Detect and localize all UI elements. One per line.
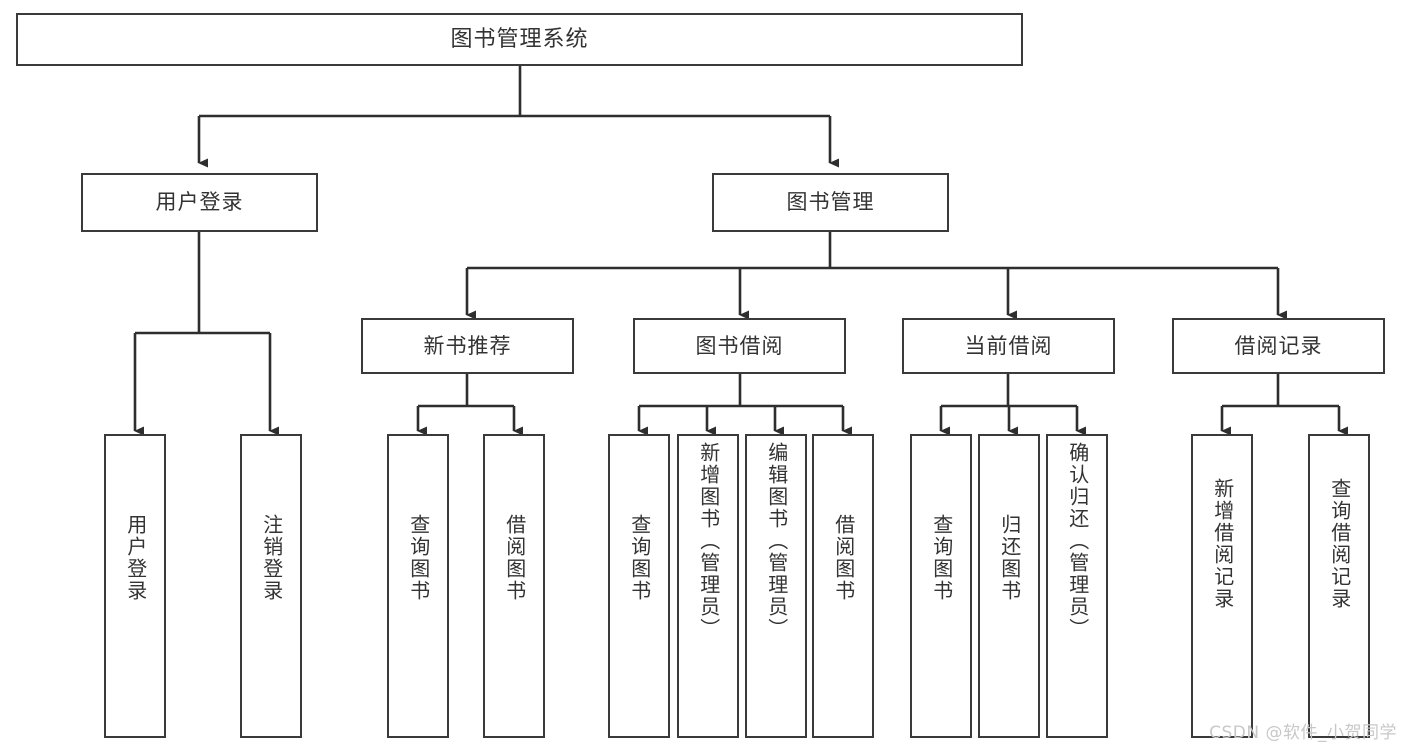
node-label: 编辑图书（管理员） [764, 442, 789, 640]
leaf-confirm-return[interactable]: 确认归还（管理员） [1046, 434, 1108, 738]
node-new-book-recommend[interactable]: 新书推荐 [361, 318, 574, 374]
node-label: 图书管理 [786, 190, 875, 215]
leaf-user-login[interactable]: 用户登录 [104, 434, 166, 738]
node-label: 新增借阅记录 [1210, 478, 1235, 610]
node-label: 用户登录 [155, 190, 244, 215]
node-label: 查询图书 [406, 514, 431, 602]
leaf-query-borrow-record[interactable]: 查询借阅记录 [1308, 434, 1370, 738]
node-label: 查询图书 [627, 514, 652, 602]
node-label: 借阅图书 [502, 514, 527, 602]
node-label: 新增图书（管理员） [696, 442, 721, 640]
node-label: 查询图书 [929, 514, 954, 602]
node-label: 图书借阅 [695, 333, 784, 358]
watermark-text: CSDN @软件_小贺同学 [1209, 723, 1397, 743]
leaf-edit-book[interactable]: 编辑图书（管理员） [745, 434, 807, 738]
node-label: 注销登录 [259, 514, 284, 602]
node-book-borrow[interactable]: 图书借阅 [633, 318, 846, 374]
node-label: 用户登录 [123, 514, 148, 602]
leaf-query-book-current[interactable]: 查询图书 [910, 434, 972, 738]
node-current-borrow[interactable]: 当前借阅 [902, 318, 1115, 374]
node-user-login[interactable]: 用户登录 [81, 173, 318, 232]
leaf-logout-login[interactable]: 注销登录 [240, 434, 302, 738]
leaf-query-book-recommend[interactable]: 查询图书 [387, 434, 449, 738]
node-label: 借阅记录 [1234, 333, 1323, 358]
node-label: 借阅图书 [831, 514, 856, 602]
leaf-borrow-book[interactable]: 借阅图书 [812, 434, 874, 738]
node-label: 当前借阅 [964, 333, 1053, 358]
node-book-manage[interactable]: 图书管理 [712, 173, 949, 232]
node-borrow-record[interactable]: 借阅记录 [1172, 318, 1385, 374]
node-label: 确认归还（管理员） [1065, 442, 1090, 640]
leaf-add-book[interactable]: 新增图书（管理员） [677, 434, 739, 738]
leaf-query-book-borrow[interactable]: 查询图书 [608, 434, 670, 738]
leaf-add-borrow-record[interactable]: 新增借阅记录 [1191, 434, 1253, 738]
node-label: 图书管理系统 [450, 26, 589, 52]
node-root-book-management-system[interactable]: 图书管理系统 [16, 13, 1023, 66]
node-label: 新书推荐 [423, 333, 512, 358]
node-label: 查询借阅记录 [1327, 478, 1352, 610]
node-label: 归还图书 [997, 514, 1022, 602]
leaf-return-book[interactable]: 归还图书 [978, 434, 1040, 738]
leaf-borrow-book-recommend[interactable]: 借阅图书 [483, 434, 545, 738]
